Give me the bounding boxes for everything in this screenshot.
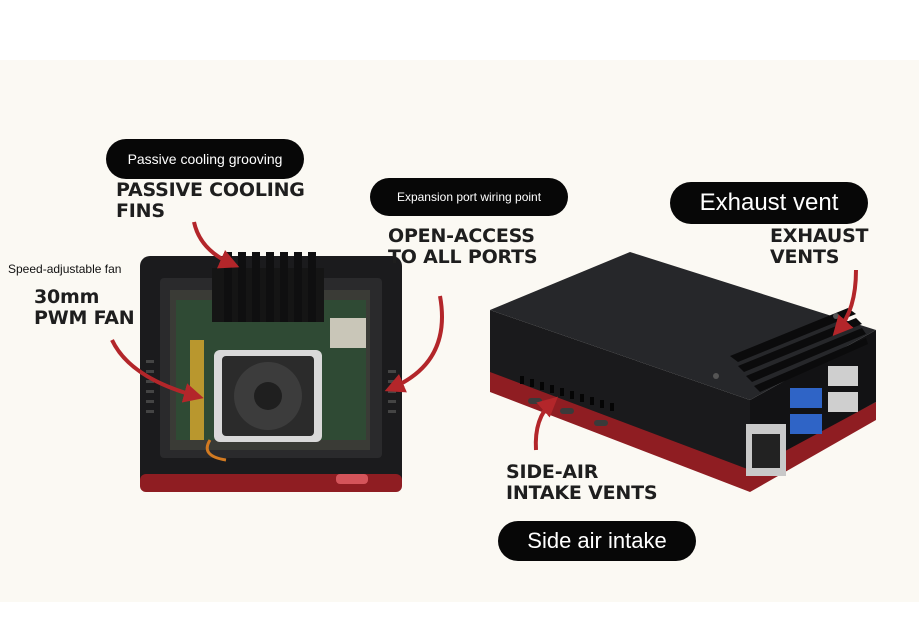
pill-exhaust-vent: Exhaust vent <box>670 182 868 224</box>
closed-case-right <box>490 252 876 492</box>
pill-passive-cooling-grooving: Passive cooling grooving <box>106 139 304 179</box>
pill-expansion-port-wiring-point: Expansion port wiring point <box>370 178 568 216</box>
caption-passive-cooling-fins: PASSIVE COOLING FINS <box>116 179 305 223</box>
caption-line: PASSIVE COOLING <box>116 179 305 201</box>
caption-line: VENTS <box>770 246 840 269</box>
caption-line: EXHAUST <box>770 225 869 247</box>
caption-open-access-to-all-ports: OPEN-ACCESS TO ALL PORTS <box>388 225 538 269</box>
caption-line: PWM FAN <box>34 307 135 330</box>
caption-side-air-intake-vents: SIDE-AIR INTAKE VENTS <box>506 461 658 505</box>
pill-side-air-intake: Side air intake <box>498 521 696 561</box>
heatsink-fins <box>212 252 324 322</box>
caption-line: INTAKE VENTS <box>506 482 658 505</box>
side-intake-vents <box>520 376 614 411</box>
exhaust-grille <box>730 308 868 392</box>
pwm-fan <box>214 350 322 442</box>
caption-30mm-pwm-fan: 30mm PWM FAN <box>34 286 135 330</box>
caption-line: OPEN-ACCESS <box>388 225 535 247</box>
callout-arrows <box>110 221 858 451</box>
note-speed-adjustable-fan: Speed-adjustable fan <box>8 262 122 276</box>
caption-line: SIDE-AIR <box>506 461 599 483</box>
caption-line: TO ALL PORTS <box>388 246 538 269</box>
caption-line: 30mm <box>34 286 100 308</box>
caption-line: FINS <box>116 200 165 223</box>
open-case-left <box>140 252 402 492</box>
caption-exhaust-vents: EXHAUST VENTS <box>770 225 869 269</box>
